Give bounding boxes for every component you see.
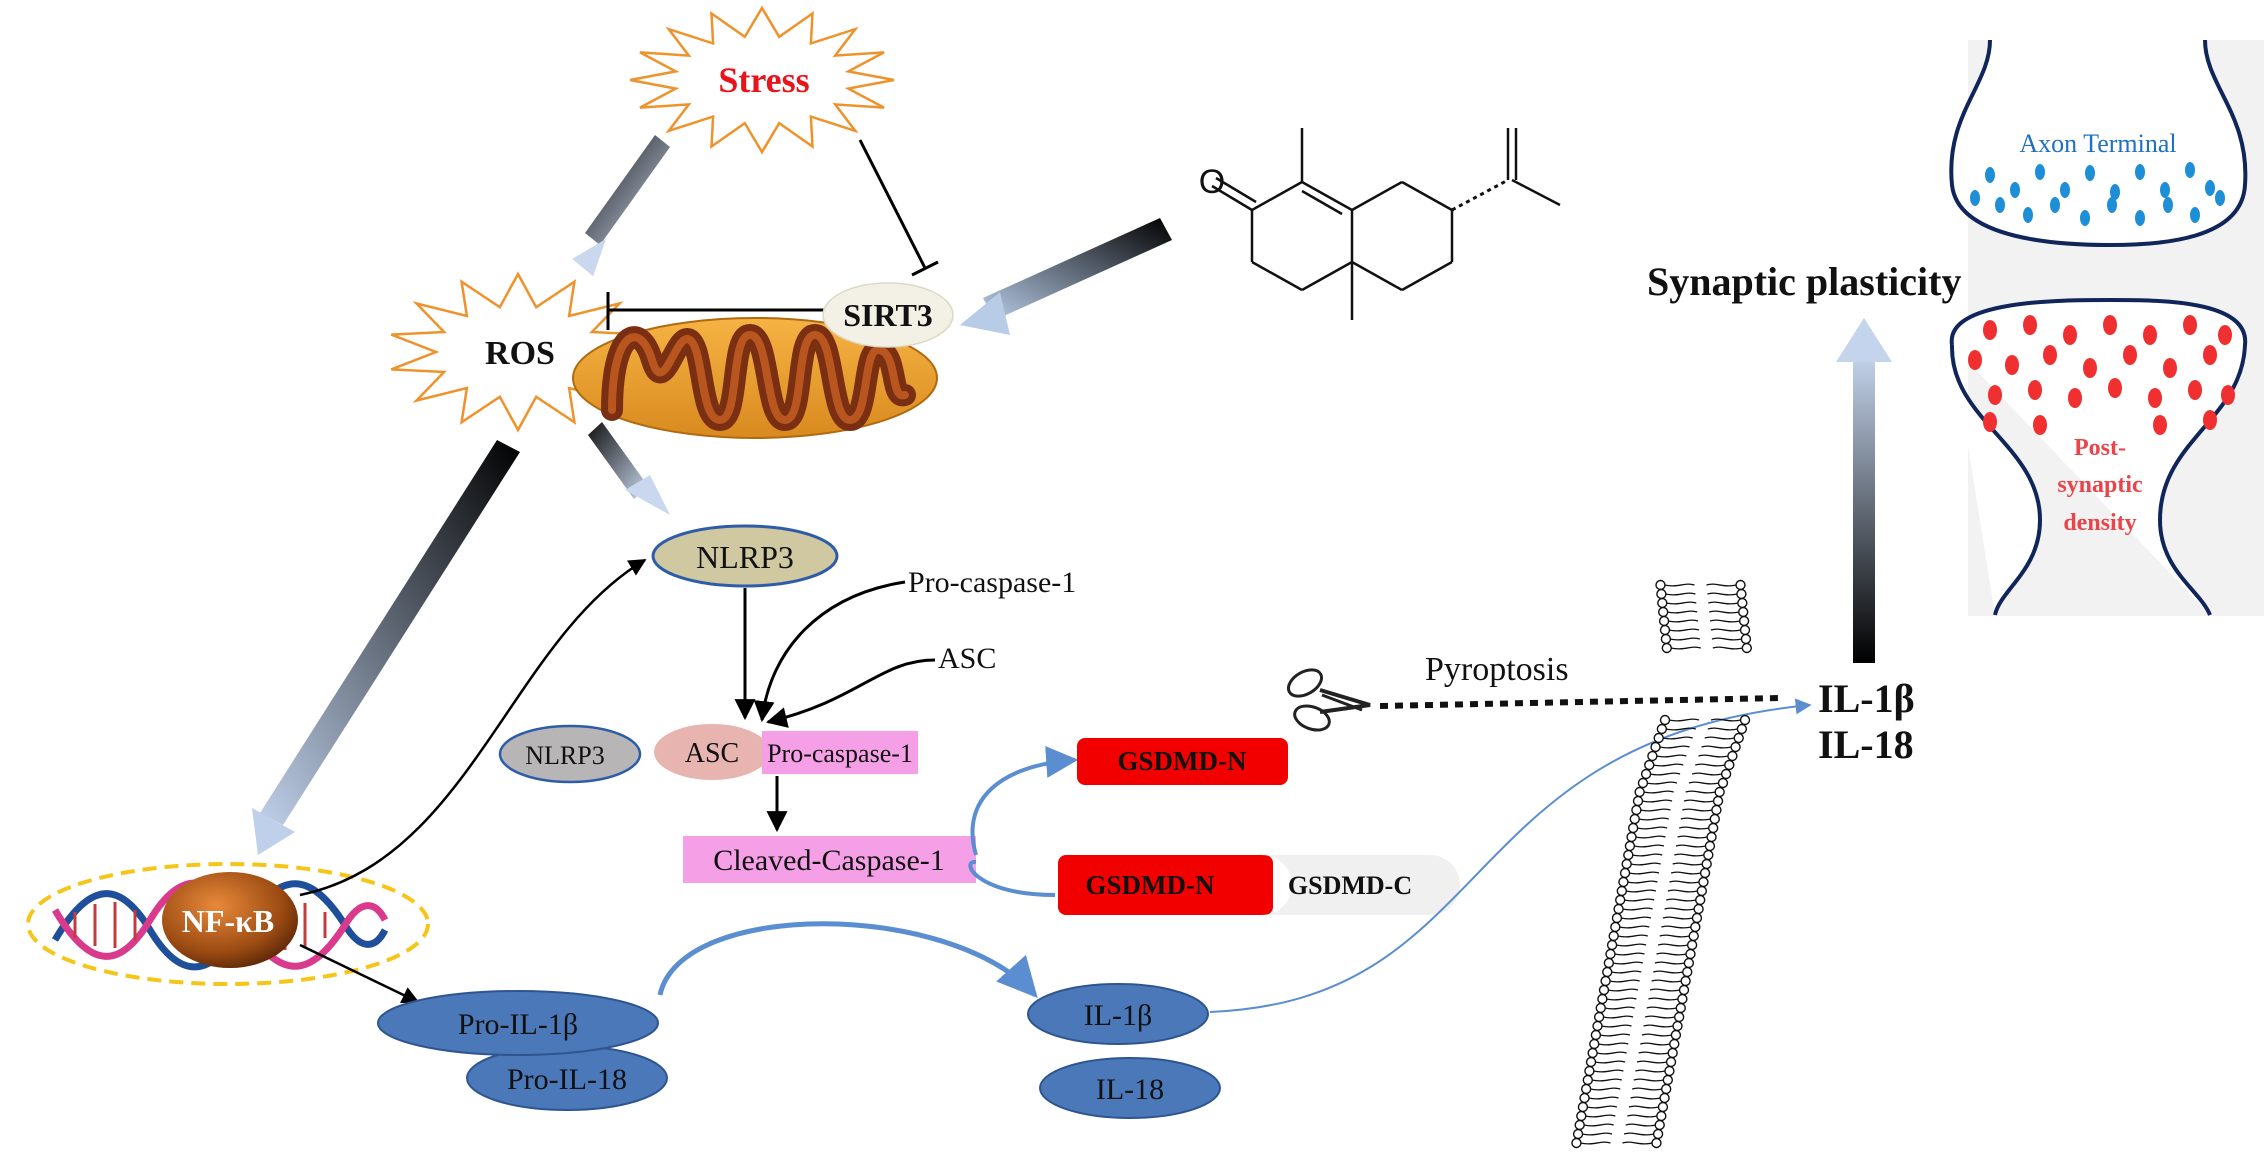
pro-caspase1-to-complex-arrow (753, 580, 906, 723)
il1b-label: IL-1β (1084, 999, 1153, 1032)
stress-burst: Stress (629, 5, 895, 155)
nfkb-to-nlrp3-arrow (299, 558, 647, 897)
complex-nlrp3-label: NLRP3 (525, 741, 604, 770)
cleaved-caspase1-box: Cleaved-Caspase-1 (683, 836, 976, 883)
gsdmd-n-free-box: GSDMD-N (1077, 738, 1288, 785)
cleaved-caspase1-label: Cleaved-Caspase-1 (713, 844, 945, 877)
carbonyl-o-label: O (1199, 163, 1225, 201)
sirt3-node: SIRT3 (822, 282, 954, 348)
stress-label: Stress (718, 60, 809, 100)
complex-asc-label: ASC (685, 738, 739, 769)
il18-label: IL-18 (1096, 1073, 1164, 1106)
compound-to-sirt3-arrow (960, 218, 1172, 335)
caspase-to-gsdmd-n-arrow (970, 745, 1079, 856)
gsdmd-c-label: GSDMD-C (1288, 871, 1412, 900)
nfkb-label: NF-κB (182, 903, 274, 939)
il-to-synaptic-arrow (1836, 318, 1892, 663)
ros-to-nfkb-arrow (252, 440, 520, 855)
post-synaptic-label-3: density (2063, 510, 2136, 536)
pro-il1b-node: Pro-IL-1β (377, 990, 659, 1056)
post-synaptic-label-2: synaptic (2057, 472, 2143, 498)
released-il1b-label: IL-1β (1818, 676, 1915, 721)
synapse-icon: Axon Terminal Post- synaptic density (1949, 39, 2264, 616)
pyroptosis-label: Pyroptosis (1425, 651, 1569, 688)
pro-il18-node: Pro-IL-18 (466, 1045, 668, 1111)
ros-to-nlrp3-arrow (588, 422, 670, 515)
pro-il-to-il-arrow (657, 921, 1038, 998)
il1b-node: IL-1β (1027, 983, 1209, 1045)
gsdmd-full-protein: GSDMD-N GSDMD-C (1058, 855, 1460, 915)
nfkb-dna-group: NF-κB (26, 862, 430, 986)
pyroptosis-dotted-line (1379, 695, 1781, 709)
gsdmd-n-bound-label: GSDMD-N (1086, 870, 1215, 900)
pro-il1b-label: Pro-IL-1β (458, 1008, 578, 1041)
nfkb-to-pro-il1b-arrow (299, 943, 420, 1004)
pro-caspase1-input-label: Pro-caspase-1 (908, 566, 1076, 599)
released-il18-label: IL-18 (1818, 722, 1914, 767)
pro-il18-label: Pro-IL-18 (507, 1063, 627, 1096)
post-synaptic-label-1: Post- (2074, 435, 2126, 461)
sirt3-inhibits-ros-line (606, 292, 830, 330)
sirt3-label: SIRT3 (843, 297, 933, 333)
molecule-structure-icon (1211, 128, 1561, 320)
complex-pro-caspase1-label: Pro-caspase-1 (767, 739, 913, 768)
asc-to-complex-arrow (765, 658, 936, 728)
synaptic-plasticity-label: Synaptic plasticity (1647, 259, 1961, 304)
nlrp3-label: NLRP3 (696, 539, 794, 575)
scissors-icon (1286, 668, 1371, 732)
gsdmd-n-free-label: GSDMD-N (1118, 746, 1247, 776)
stress-inhibits-sirt3-line (858, 139, 939, 277)
caspase-to-gsdmd-bound-arrow (968, 859, 1056, 897)
axon-terminal-label: Axon Terminal (2019, 129, 2176, 158)
il18-node: IL-18 (1039, 1057, 1221, 1119)
membrane-icon (1571, 579, 1753, 1149)
il-release-arrow (1209, 698, 1812, 1013)
ros-label: ROS (485, 335, 555, 372)
mitochondrion-icon (572, 317, 938, 439)
nlrp3-node: NLRP3 (651, 524, 839, 588)
asc-input-label: ASC (938, 642, 996, 675)
inflammasome-complex: NLRP3 ASC Pro-caspase-1 (498, 724, 918, 784)
stress-to-ros-arrow (572, 135, 670, 277)
